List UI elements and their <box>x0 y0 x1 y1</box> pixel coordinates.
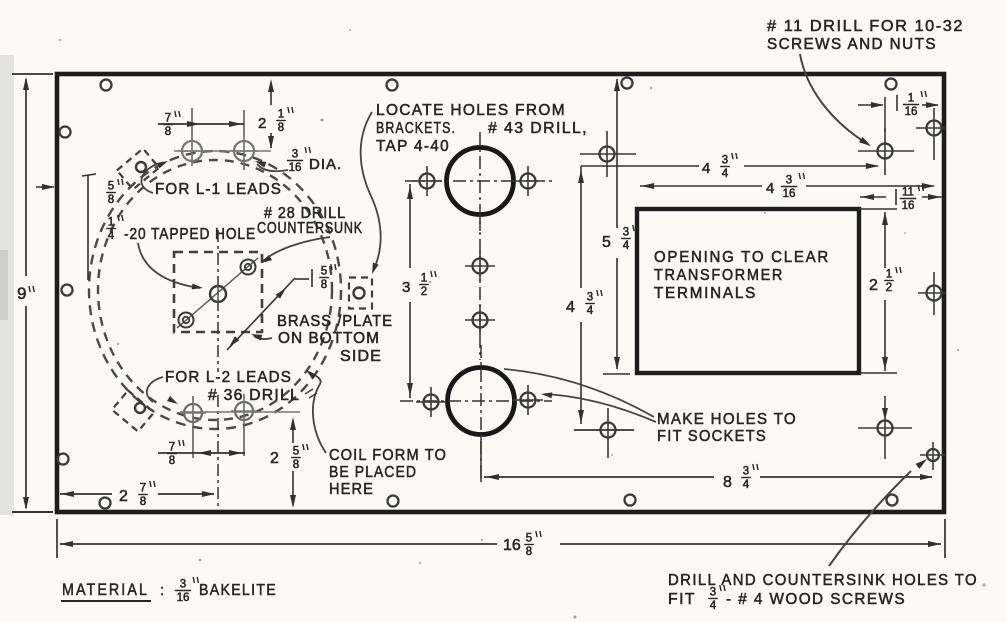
svg-text:TAP 4-40: TAP 4-40 <box>376 138 450 155</box>
svg-text:3: 3 <box>587 292 593 304</box>
svg-text:8: 8 <box>140 496 146 508</box>
svg-text:DIA.: DIA. <box>309 156 342 173</box>
svg-text:7: 7 <box>165 113 171 125</box>
svg-text:5: 5 <box>602 234 611 251</box>
svg-text:FOR L-2 LEADS: FOR L-2 LEADS <box>165 369 292 386</box>
svg-text:3: 3 <box>722 155 728 167</box>
svg-text:8: 8 <box>321 279 327 291</box>
svg-text:OPENING TO CLEAR: OPENING TO CLEAR <box>654 249 830 266</box>
svg-text:- # 4 WOOD SCREWS: - # 4 WOOD SCREWS <box>726 591 906 608</box>
svg-text:-20 TAPPED HOLE: -20 TAPPED HOLE <box>124 226 256 243</box>
svg-text:TRANSFORMER: TRANSFORMER <box>654 267 784 284</box>
svg-text:1: 1 <box>421 273 427 285</box>
svg-text:ON BOTTOM: ON BOTTOM <box>278 330 380 347</box>
svg-text:4: 4 <box>587 305 594 317</box>
svg-text:3: 3 <box>786 175 792 187</box>
svg-text:8: 8 <box>293 459 299 471</box>
svg-text:4: 4 <box>766 180 774 197</box>
svg-text:# 28 DRILL: # 28 DRILL <box>264 205 346 222</box>
svg-text:MAKE HOLES TO: MAKE HOLES TO <box>657 411 797 428</box>
svg-text:LOCATE HOLES FROM: LOCATE HOLES FROM <box>376 102 566 119</box>
svg-text:COIL FORM TO: COIL FORM TO <box>329 447 447 464</box>
svg-text:3: 3 <box>292 149 298 161</box>
svg-text:5: 5 <box>526 533 532 545</box>
svg-text:16: 16 <box>289 162 302 174</box>
svg-text:3: 3 <box>180 579 186 591</box>
svg-text:16: 16 <box>503 537 521 554</box>
svg-text:2: 2 <box>258 115 266 132</box>
svg-text:8: 8 <box>165 126 171 138</box>
svg-text:16: 16 <box>783 188 796 200</box>
svg-text:4: 4 <box>722 168 729 180</box>
svg-text:7: 7 <box>140 483 146 495</box>
svg-text:5: 5 <box>321 266 327 278</box>
svg-text:BRASS /PLATE: BRASS /PLATE <box>277 313 393 330</box>
svg-text:TERMINALS: TERMINALS <box>654 285 757 302</box>
svg-text:HERE: HERE <box>329 481 374 498</box>
svg-text:DRILL AND COUNTERSINK HOLES TO: DRILL AND COUNTERSINK HOLES TO <box>668 572 978 589</box>
svg-text:FOR L-1 LEADS: FOR L-1 LEADS <box>155 181 282 198</box>
svg-text:16: 16 <box>905 106 918 118</box>
svg-text:# 36 DRILL: # 36 DRILL <box>208 387 300 404</box>
svg-text:SIDE: SIDE <box>340 348 382 365</box>
svg-text:16: 16 <box>902 200 915 212</box>
svg-text:5: 5 <box>293 446 299 458</box>
svg-text:4: 4 <box>702 160 710 177</box>
svg-text:7: 7 <box>169 442 175 454</box>
svg-text:16: 16 <box>177 592 190 604</box>
svg-text:4: 4 <box>108 230 115 242</box>
svg-text:BE PLACED: BE PLACED <box>329 464 417 481</box>
svg-text:1: 1 <box>886 269 892 281</box>
svg-text:5: 5 <box>108 181 114 193</box>
svg-text:11: 11 <box>902 187 914 199</box>
svg-text:FIT SOCKETS: FIT SOCKETS <box>657 428 767 445</box>
svg-text:3: 3 <box>710 587 716 599</box>
svg-text:3: 3 <box>402 279 410 296</box>
svg-text:4: 4 <box>743 479 750 491</box>
svg-text:4: 4 <box>566 299 575 316</box>
svg-text:2: 2 <box>886 282 892 294</box>
svg-text:3: 3 <box>623 227 629 239</box>
svg-text:2: 2 <box>421 286 427 298</box>
svg-text:8: 8 <box>526 546 532 558</box>
svg-text:# 11 DRILL FOR 10-32: # 11 DRILL FOR 10-32 <box>767 18 964 35</box>
svg-text:4: 4 <box>710 600 717 612</box>
svg-text:3: 3 <box>743 466 749 478</box>
svg-text:BRACKETS.: BRACKETS. <box>376 120 456 137</box>
svg-text:1: 1 <box>278 109 284 121</box>
svg-text:8: 8 <box>108 194 114 206</box>
svg-text:2: 2 <box>119 488 128 505</box>
svg-text:8: 8 <box>169 455 175 467</box>
svg-text:MATERIAL: MATERIAL <box>62 580 149 599</box>
svg-text:2: 2 <box>270 450 279 467</box>
svg-text:1: 1 <box>908 93 914 105</box>
svg-text:BAKELITE: BAKELITE <box>199 582 277 599</box>
svg-text:COUNTERSUNK: COUNTERSUNK <box>257 220 363 237</box>
svg-text:SCREWS AND NUTS: SCREWS AND NUTS <box>767 36 937 53</box>
svg-text:2: 2 <box>869 277 878 294</box>
svg-text:FIT: FIT <box>668 591 696 608</box>
svg-text:8: 8 <box>278 122 284 134</box>
svg-text::: : <box>160 582 164 599</box>
svg-text:1: 1 <box>108 217 114 229</box>
svg-text:# 43 DRILL,: # 43 DRILL, <box>488 120 588 137</box>
svg-text:8: 8 <box>723 474 732 491</box>
svg-text:4: 4 <box>623 240 630 252</box>
svg-text:9: 9 <box>17 284 26 303</box>
